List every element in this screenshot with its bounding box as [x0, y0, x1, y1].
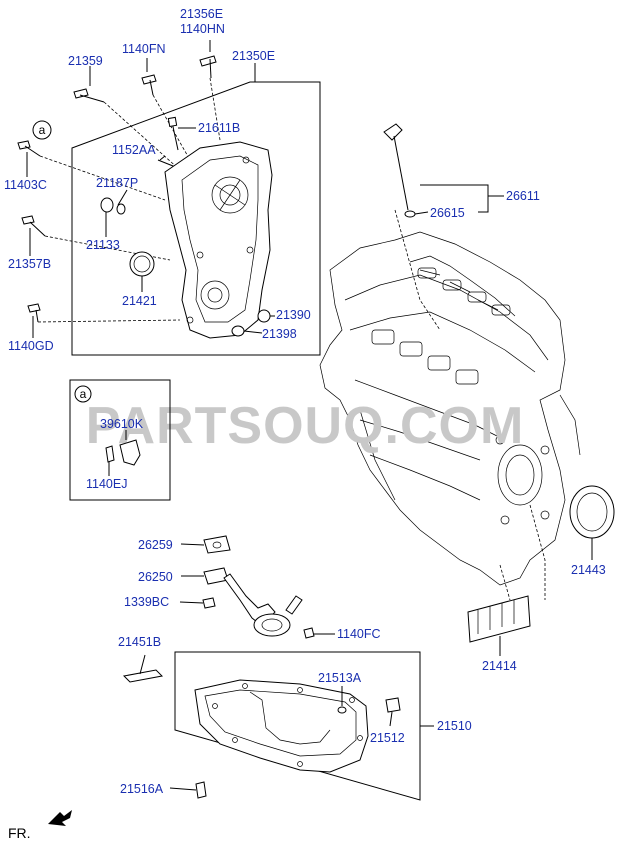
- bearing-cap-illustration: [467, 595, 531, 643]
- label-21421: 21421: [122, 294, 157, 308]
- callout-circle: [32, 120, 52, 140]
- watermark: PARTSOUQ.COM: [86, 397, 525, 455]
- timing-cover-group: [17, 55, 321, 356]
- label-26250: 26250: [138, 570, 173, 584]
- label-21356E: 21356E: [180, 7, 223, 21]
- front-label: FR.: [8, 825, 31, 841]
- label-21513A: 21513A: [318, 671, 362, 685]
- label-1339BC: 1339BC: [124, 595, 169, 609]
- label-21133: 21133: [86, 238, 120, 252]
- label-11403C: 11403C: [4, 178, 47, 192]
- label-21359: 21359: [68, 54, 103, 68]
- detail-marker: a: [80, 387, 87, 401]
- oil-pan-group: [122, 651, 421, 801]
- label-21611B: 21611B: [198, 121, 240, 135]
- label-1140FC: 1140FC: [337, 627, 381, 641]
- label-21357B: 21357B: [8, 257, 51, 271]
- label-21512: 21512: [370, 731, 405, 745]
- label-39610K: 39610K: [100, 417, 144, 431]
- label-21443: 21443: [571, 563, 606, 577]
- label-21398: 21398: [262, 327, 297, 341]
- engine-block-illustration: [319, 231, 581, 586]
- label-1140FN: 1140FN: [122, 42, 166, 56]
- label-21187P: 21187P: [96, 176, 138, 190]
- callout-marker: a: [39, 123, 46, 137]
- label-1140HN: 1140HN: [180, 22, 225, 36]
- label-26611: 26611: [506, 189, 540, 203]
- label-21390: 21390: [276, 308, 311, 322]
- label-26259: 26259: [138, 538, 173, 552]
- label-21510: 21510: [437, 719, 472, 733]
- label-26615: 26615: [430, 206, 465, 220]
- label-21350E: 21350E: [232, 49, 275, 63]
- label-21414: 21414: [482, 659, 517, 673]
- dipstick-illustration: [383, 123, 416, 218]
- label-21451B: 21451B: [118, 635, 161, 649]
- label-21516A: 21516A: [120, 782, 164, 796]
- front-arrow-icon: [48, 810, 72, 826]
- label-1152AA: 1152AA: [112, 143, 156, 157]
- label-1140GD: 1140GD: [8, 339, 54, 353]
- oil-strainer-illustration: [202, 535, 315, 639]
- rear-oil-seal-illustration: [569, 485, 615, 539]
- leader-lines: [26, 40, 593, 791]
- detail-box: a: [69, 379, 171, 501]
- label-1140EJ: 1140EJ: [86, 477, 127, 491]
